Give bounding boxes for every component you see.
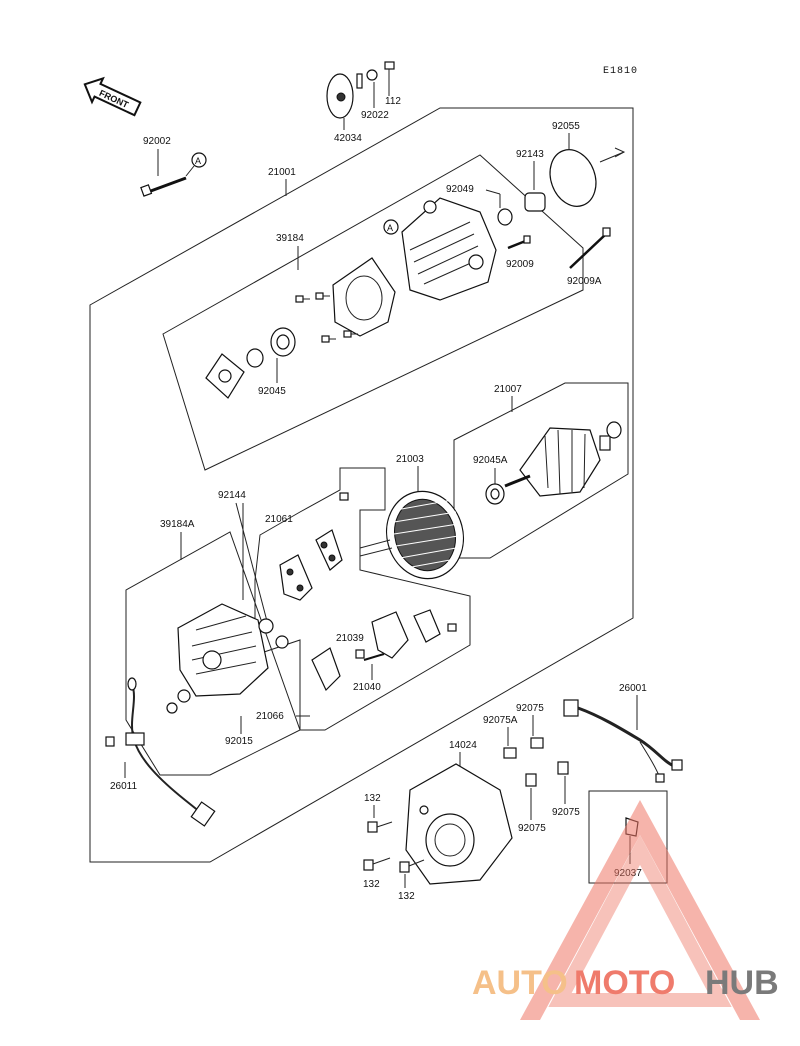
rear-housing-subassembly-outline [125, 531, 301, 776]
label-92002: 92002 [143, 136, 171, 147]
bearing-plate-icon [205, 353, 245, 399]
alternator-assembly-outline [89, 107, 634, 863]
label-92075-a: 92075 [516, 703, 544, 714]
clamp-detail-outline [588, 790, 668, 884]
ref-marker-a-2: A [387, 223, 393, 233]
retainer-plate-icon [332, 257, 396, 337]
bushing-icon [497, 208, 513, 226]
label-92049: 92049 [446, 184, 474, 195]
front-arrow-icon: FRONT [83, 76, 142, 117]
wire-lead-icon [105, 677, 216, 827]
label-39184: 39184 [276, 233, 304, 244]
small-screws-icon [295, 292, 358, 343]
rotor-bearing-icon [485, 483, 505, 505]
through-bolt-icon [140, 176, 187, 197]
label-42034: 42034 [334, 133, 362, 144]
screw-132-icon-3 [399, 859, 425, 873]
washer-icon [366, 69, 378, 81]
screw-132-icon [367, 821, 393, 833]
label-21039: 21039 [336, 633, 364, 644]
ref-marker-a: A [195, 156, 201, 166]
stator-icon [359, 490, 465, 580]
label-92009: 92009 [506, 259, 534, 270]
rectifier-subassembly-outline [254, 467, 471, 731]
label-92015: 92015 [225, 736, 253, 747]
o-ring-icon [549, 149, 597, 207]
screw-icon [507, 235, 531, 250]
pulley-icon [326, 73, 363, 119]
logo-text-moto: MOTO [574, 964, 675, 1002]
label-21003: 21003 [396, 454, 424, 465]
label-112: 112 [385, 96, 401, 107]
label-92075A: 92075A [483, 715, 518, 726]
label-92009A: 92009A [567, 276, 602, 287]
label-14024: 14024 [449, 740, 477, 751]
label-21061: 21061 [265, 514, 293, 525]
label-26011: 26011 [110, 781, 138, 792]
rectifier-icon [279, 492, 349, 601]
long-screw-icon [569, 227, 611, 269]
brush-holder-icon [311, 609, 457, 692]
ref-marker-a-icon-2 [383, 219, 399, 235]
screw-132-icon-2 [363, 857, 391, 871]
wiring-harness-icon [563, 699, 683, 783]
label-21040: 21040 [353, 682, 381, 693]
logo-text-auto: AUTO [472, 964, 568, 1002]
label-132-b: 132 [363, 879, 380, 890]
label-21007: 21007 [494, 384, 522, 395]
front-housing-icon [401, 197, 497, 301]
rotor-icon [504, 421, 622, 497]
label-21066: 21066 [256, 711, 284, 722]
label-132-a: 132 [364, 793, 381, 804]
label-92022: 92022 [361, 110, 389, 121]
label-92143: 92143 [516, 149, 544, 160]
label-92075-c: 92075 [552, 807, 580, 818]
collar-icon [524, 192, 546, 212]
label-26001: 26001 [619, 683, 647, 694]
label-21001: 21001 [268, 167, 296, 178]
diagram-code: E1810 [603, 66, 638, 77]
nut-icon [384, 61, 395, 88]
label-92144: 92144 [218, 490, 246, 501]
brush-icons [503, 737, 569, 787]
label-92055: 92055 [552, 121, 580, 132]
rear-housing-icon [166, 603, 289, 714]
alternator-cover-icon [405, 763, 513, 885]
bearing-icon [246, 327, 296, 368]
label-92045A: 92045A [473, 455, 508, 466]
label-92075-b: 92075 [518, 823, 546, 834]
automotohub-logo: AUTO MOTO HUB [472, 800, 779, 1020]
label-132-c: 132 [398, 891, 415, 902]
logo-text-hub: HUB [705, 964, 779, 1002]
ref-marker-a-icon [191, 152, 207, 168]
label-92037: 92037 [614, 868, 642, 879]
label-92045: 92045 [258, 386, 286, 397]
label-39184A: 39184A [160, 519, 195, 530]
